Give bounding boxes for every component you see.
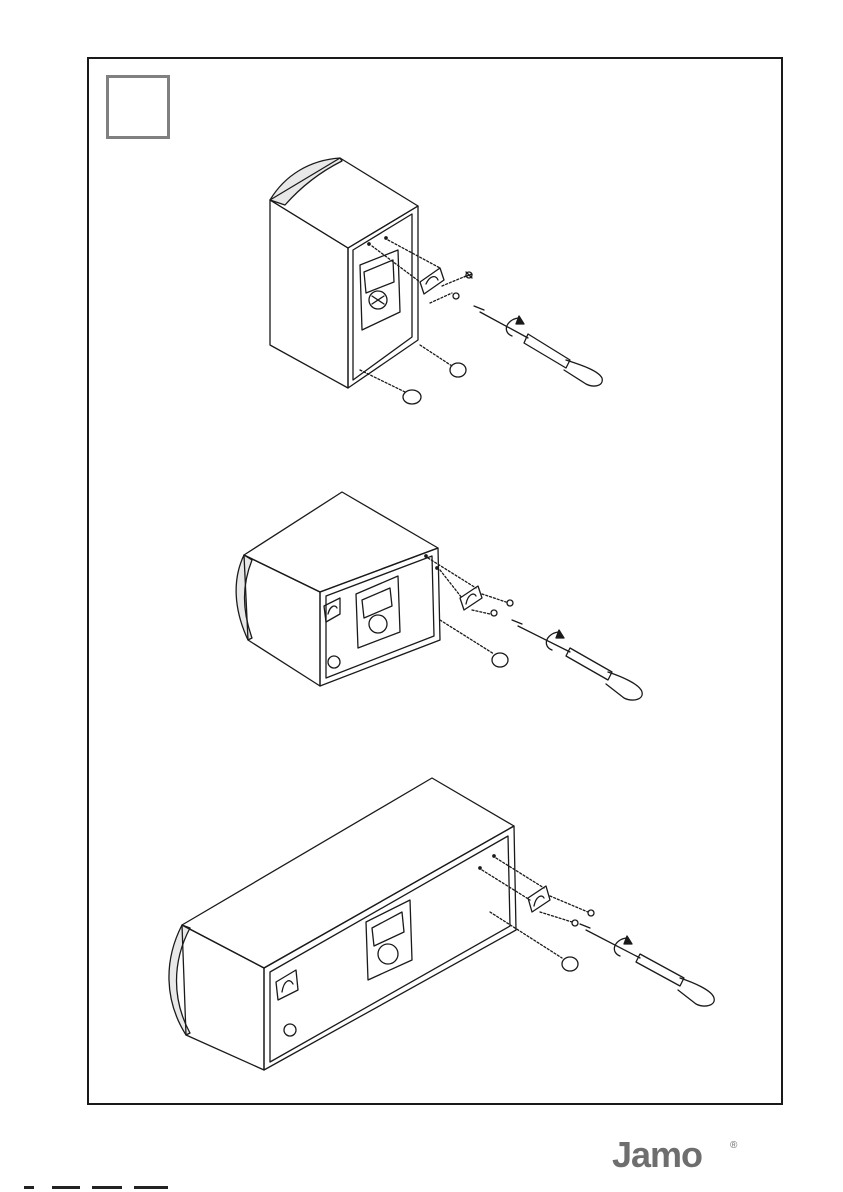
logo-text: Jamo: [612, 1138, 702, 1172]
jamo-logo: Jamo ®: [612, 1138, 742, 1172]
registered-mark: ®: [730, 1140, 737, 1151]
small-speaker-drawing: [270, 158, 602, 404]
crop-marks: [0, 1186, 200, 1192]
center-speaker-drawing: [169, 778, 714, 1070]
medium-speaker-drawing: [236, 492, 642, 700]
